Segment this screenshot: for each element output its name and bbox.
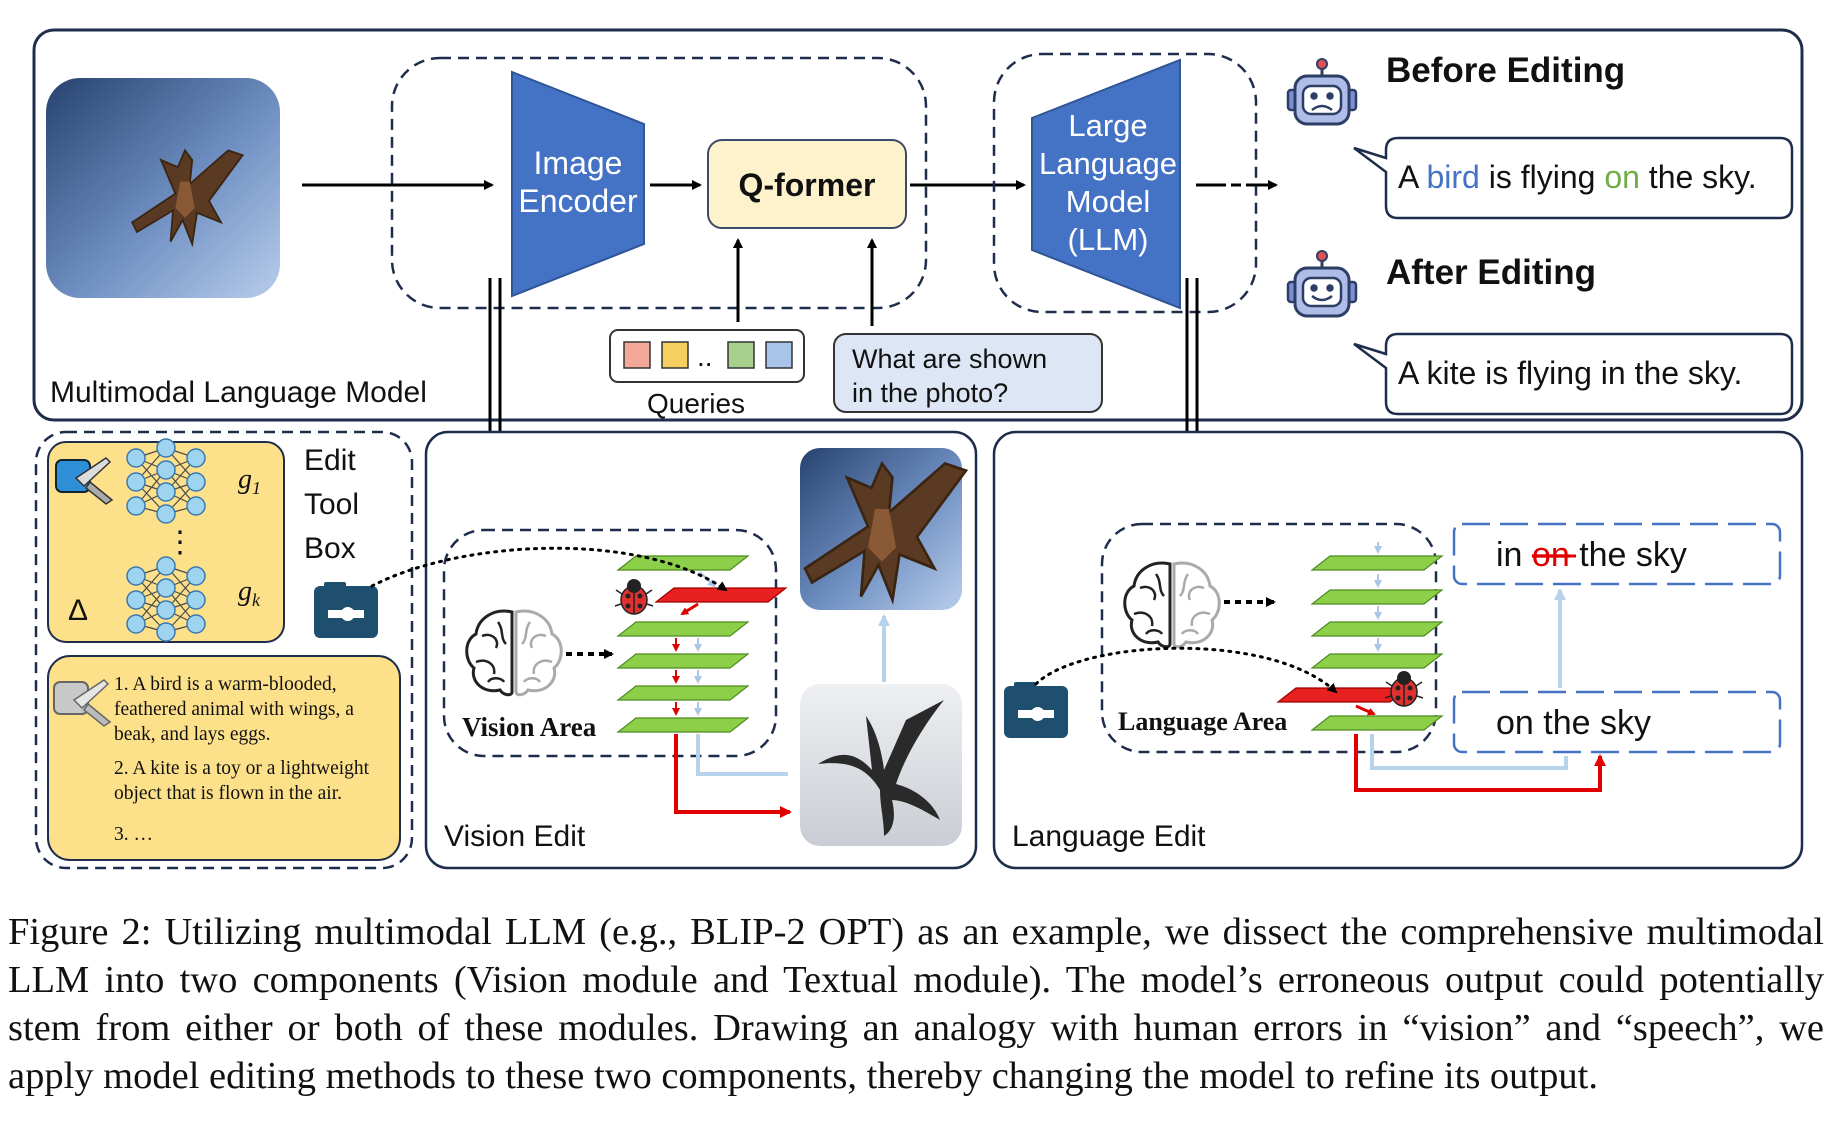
hand-tool-icon <box>55 457 114 505</box>
vision-original-image <box>800 684 962 846</box>
language-blue-path <box>1370 734 1568 770</box>
original-text: on the sky <box>1496 704 1651 742</box>
language-area-box <box>1100 522 1438 754</box>
question-box <box>833 333 1103 413</box>
vision-module-box <box>390 56 928 310</box>
knowledge-line-3: beak, and lays eggs. <box>114 724 271 745</box>
knowledge-line-5: object that is flown in the air. <box>114 783 342 804</box>
language-layer-faulty <box>1277 687 1409 703</box>
edited-text: in on the sky <box>1496 536 1687 574</box>
after-sentence: A kite is flying in the sky. <box>1398 355 1742 391</box>
before-editing-title: Before Editing <box>1386 51 1625 90</box>
query-ellipsis: .. <box>697 341 713 372</box>
vision-blue-path <box>696 734 788 776</box>
robot-happy-face <box>1310 284 1334 302</box>
tool-box-title-2: Tool <box>304 488 359 521</box>
language-layer-4 <box>1311 653 1443 669</box>
language-layer-3 <box>1311 621 1443 637</box>
vision-edit-label: Vision Edit <box>444 820 586 853</box>
language-edit-label: Language Edit <box>1012 820 1206 853</box>
knowledge-line-1: 1. A bird is a warm-blooded, <box>114 674 337 695</box>
llm-module-box <box>992 52 1258 314</box>
tool-box-wrench-icon <box>314 582 378 638</box>
qformer-block <box>707 139 907 229</box>
llm-label-2: Language <box>1039 146 1177 181</box>
vision-layer-1 <box>617 555 749 571</box>
qformer-label: Q-former <box>739 167 876 203</box>
vision-layer-2 <box>617 621 749 637</box>
delta-symbol: Δ <box>68 594 88 627</box>
knowledge-card <box>47 655 401 861</box>
language-layer-1 <box>1311 555 1443 571</box>
language-red-path <box>1354 734 1606 792</box>
queries-label: Queries <box>647 388 745 419</box>
vision-edited-image <box>800 448 968 610</box>
gk-label: gk <box>238 576 261 610</box>
tool-box-title-1: Edit <box>304 444 356 477</box>
before-word-bird: bird <box>1426 159 1479 195</box>
knowledge-line-6: 3. … <box>114 824 153 845</box>
question-line-2: in the photo? <box>852 378 1008 408</box>
query-token-4 <box>765 341 793 369</box>
language-edit-panel <box>992 430 1804 870</box>
before-word-on: on <box>1604 159 1640 195</box>
query-token-2 <box>661 341 689 369</box>
vision-red-path <box>674 734 792 818</box>
language-small-arrows <box>1355 542 1382 716</box>
query-token-3 <box>727 341 755 369</box>
after-speech-bubble <box>1353 332 1794 416</box>
knowledge-hand-icon <box>53 679 112 727</box>
llm-block <box>1031 58 1181 310</box>
knowledge-line-2: feathered animal with wings, a <box>114 699 354 720</box>
vision-layer-4 <box>617 685 749 701</box>
vision-layer-5 <box>617 717 749 733</box>
tool-box-title-3: Box <box>304 532 356 565</box>
original-text-box <box>1452 690 1782 754</box>
g1-label: g1 <box>238 464 261 498</box>
figure-caption: Figure 2: Utilizing multimodal LLM (e.g.… <box>8 911 1824 1097</box>
language-layer-5 <box>1311 715 1443 731</box>
vision-layer-3 <box>617 653 749 669</box>
language-layer-2 <box>1311 589 1443 605</box>
robot-sad-face <box>1310 92 1334 112</box>
input-bird-image <box>46 78 280 298</box>
after-editing-title: After Editing <box>1386 253 1596 292</box>
edited-text-box <box>1452 522 1782 586</box>
network-vertical-dots: ⋮ <box>165 526 195 559</box>
language-wrench-icon <box>1004 682 1068 738</box>
vision-layer-faulty <box>655 587 787 603</box>
top-panel-label: Multimodal Language Model <box>50 376 427 409</box>
llm-label-1: Large <box>1068 108 1147 143</box>
before-sentence: A bird is flying on the sky. <box>1398 159 1757 195</box>
knowledge-line-4: 2. A kite is a toy or a lightweight <box>114 758 370 779</box>
vision-dotted-edit-path <box>370 546 728 592</box>
question-line-1: What are shown <box>852 344 1047 374</box>
image-encoder-label-1: Image <box>534 145 623 181</box>
queries-box <box>609 329 805 383</box>
language-area-label: Language Area <box>1118 707 1287 736</box>
vision-area-box <box>442 528 778 758</box>
llm-label-3: Model <box>1066 184 1150 219</box>
vision-area-label: Vision Area <box>462 712 597 742</box>
image-encoder-label-2: Encoder <box>518 183 638 219</box>
top-panel <box>32 28 1804 422</box>
llm-label-4: (LLM) <box>1068 222 1149 257</box>
before-speech-bubble <box>1353 136 1794 220</box>
image-encoder-block <box>511 70 645 298</box>
query-token-1 <box>623 341 651 369</box>
